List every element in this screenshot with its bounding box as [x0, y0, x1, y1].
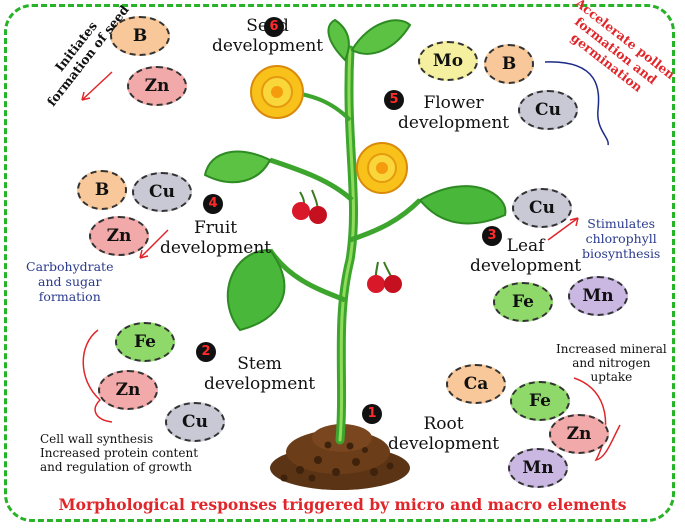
flower-top [250, 65, 304, 119]
root-element-mn: Mn [508, 448, 568, 488]
cherries-right [367, 261, 402, 293]
stage-stem-line2: development [204, 374, 316, 394]
fruit-element-b: B [77, 170, 127, 210]
leaf-note-line1: Stimulates [587, 216, 656, 231]
flower-element-mo: Mo [418, 41, 478, 81]
arrows [81, 71, 579, 259]
stage-badge-1: 1 [362, 404, 382, 424]
stage-seed-line2: development [212, 36, 324, 56]
leaf-note-line2: chlorophyll [585, 231, 657, 246]
stage-stem-line1: Stem [237, 354, 282, 374]
fruit-note: Carbohydrate and sugar formation [26, 259, 113, 304]
stem-brace [82, 329, 113, 423]
root-note-line1: Increased mineral [556, 342, 667, 356]
dashed-frame [4, 4, 675, 522]
leaf-shapes [203, 18, 507, 332]
stem-note-line1: Cell wall synthesis [40, 432, 154, 446]
root-note-line3: uptake [590, 370, 633, 384]
flower-swirl [544, 61, 609, 146]
leaf-element-fe: Fe [493, 282, 553, 322]
fruit-note-line3: formation [38, 289, 101, 304]
fruit-note-line2: and sugar [38, 274, 102, 289]
root-note: Increased mineral and nitrogen uptake [556, 342, 667, 384]
stage-root-label: Root development [388, 414, 499, 454]
root-element-fe: Fe [510, 381, 570, 421]
stage-badge-4: 4 [203, 194, 223, 214]
root-note-line2: and nitrogen [572, 356, 651, 370]
stage-root-line1: Root [423, 414, 464, 434]
flower-element-cu: Cu [518, 90, 578, 130]
stage-badge-5: 5 [384, 90, 404, 110]
cherries-left [292, 189, 327, 224]
stage-flower-line1: Flower [423, 93, 484, 113]
stage-badge-3: 3 [482, 226, 502, 246]
leaf-element-mn: Mn [568, 276, 628, 316]
stem-element-cu: Cu [165, 402, 225, 442]
flower-middle [356, 142, 408, 194]
diagram-title: Morphological responses triggered by mic… [58, 495, 627, 514]
seed-element-b: B [110, 16, 170, 56]
stage-leaf-line1: Leaf [506, 236, 545, 256]
leaf-note-line3: biosynthesis [582, 246, 661, 261]
root-element-zn: Zn [549, 414, 609, 454]
leaf-note: Stimulates chlorophyll biosynthesis [582, 216, 660, 261]
stage-root-line2: development [388, 434, 500, 454]
stage-badge-2: 2 [196, 342, 216, 362]
fruit-element-cu: Cu [132, 172, 192, 212]
stage-stem-label: Stem development [204, 354, 315, 394]
stem-element-fe: Fe [115, 322, 175, 362]
stem-element-zn: Zn [98, 370, 158, 410]
stage-flower-line2: development [398, 113, 510, 133]
stage-flower-label: Flower development [398, 93, 509, 133]
stage-fruit-line1: Fruit [193, 218, 238, 238]
soil-mound [270, 424, 410, 490]
stage-leaf-label: Leaf development [470, 236, 581, 276]
stem-note-line3: and regulation of growth [40, 460, 192, 474]
fruit-note-line1: Carbohydrate [26, 259, 114, 274]
stage-badge-6: 6 [264, 17, 284, 37]
root-element-ca: Ca [446, 364, 506, 404]
stage-leaf-line2: development [470, 256, 582, 276]
stem-note-line2: Increased protein content [40, 446, 199, 460]
fruit-element-zn: Zn [89, 216, 149, 256]
seed-element-zn: Zn [127, 66, 187, 106]
flower-element-b: B [484, 44, 534, 84]
leaf-element-cu: Cu [512, 188, 572, 228]
stage-fruit-line2: development [160, 238, 272, 258]
stage-fruit-label: Fruit development [160, 218, 271, 258]
root-brace [573, 377, 621, 462]
stem-note: Cell wall synthesis Increased protein co… [40, 432, 198, 474]
